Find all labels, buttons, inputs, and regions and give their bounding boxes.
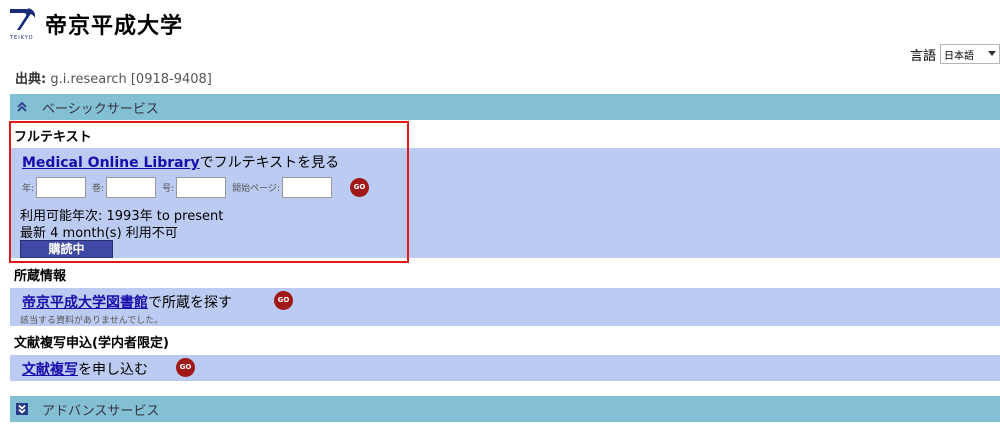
holdings-link-line: 帝京平成大学図書館で所蔵を探す [22,292,232,312]
start-page-input[interactable] [282,177,332,198]
fulltext-heading: フルテキスト [14,130,92,145]
expand-icon[interactable] [16,403,28,415]
library-link[interactable]: 帝京平成大学図書館 [22,295,148,311]
language-label: 言語 [909,48,936,64]
source-label: 出典: [15,72,47,87]
copy-request-go-button[interactable]: GO [176,358,195,377]
logo-subtext: TEIKYO [10,35,34,41]
source-value: g.i.research [0918-9408] [50,72,212,87]
year-input[interactable] [36,177,87,198]
availability-text: 利用可能年次: 1993年 to present [20,209,224,224]
subscribed-badge: 購読中 [20,240,113,258]
fulltext-go-button[interactable]: GO [350,178,369,197]
issue-label: 号: [162,184,175,194]
start-page-label: 開始ページ: [232,184,280,194]
language-selector: 言語 日本語 [910,44,1000,64]
year-label: 年: [22,184,35,194]
citation-form: 年: 巻: 号: 開始ページ: GO [22,177,369,198]
fulltext-link-line: Medical Online Libraryでフルテキストを見る [22,152,339,172]
basic-service-title: ベーシックサービス [42,101,159,117]
chevron-down-icon [988,51,996,56]
fulltext-link-suffix: でフルテキストを見る [199,155,340,171]
holdings-link-suffix: で所蔵を探す [148,295,232,311]
collapse-icon[interactable] [16,101,28,113]
university-logo[interactable]: TEIKYO 帝京平成大学 [8,6,183,42]
advanced-service-title: アドバンスサービス [42,403,160,419]
copy-request-link[interactable]: 文献複写 [22,362,78,378]
volume-input[interactable] [106,177,157,198]
copy-request-link-line: 文献複写を申し込む [22,359,148,379]
logo-mark-icon: TEIKYO [8,6,40,42]
highlight-box [9,121,409,263]
volume-label: 巻: [92,184,105,194]
basic-service-bar[interactable]: ベーシックサービス [10,94,1000,120]
copy-request-band [10,355,1000,381]
language-selected-value: 日本語 [944,50,974,62]
advanced-service-bar[interactable]: アドバンスサービス [10,396,1000,422]
embargo-text: 最新 4 month(s) 利用不可 [20,226,178,241]
holdings-note: 該当する資料がありませんでした。 [20,316,164,326]
copy-request-heading: 文献複写申込(学内者限定) [14,336,169,351]
holdings-heading: 所蔵情報 [14,269,67,284]
fulltext-band [10,148,1000,258]
issue-input[interactable] [176,177,227,198]
holdings-go-button[interactable]: GO [274,291,293,310]
logo-text: 帝京平成大学 [45,14,184,39]
language-dropdown[interactable]: 日本語 [940,44,1000,64]
holdings-band [10,288,1000,326]
copy-request-link-suffix: を申し込む [78,362,148,378]
source-line: 出典: g.i.research [0918-9408] [15,68,212,87]
medical-online-library-link[interactable]: Medical Online Library [22,155,200,171]
